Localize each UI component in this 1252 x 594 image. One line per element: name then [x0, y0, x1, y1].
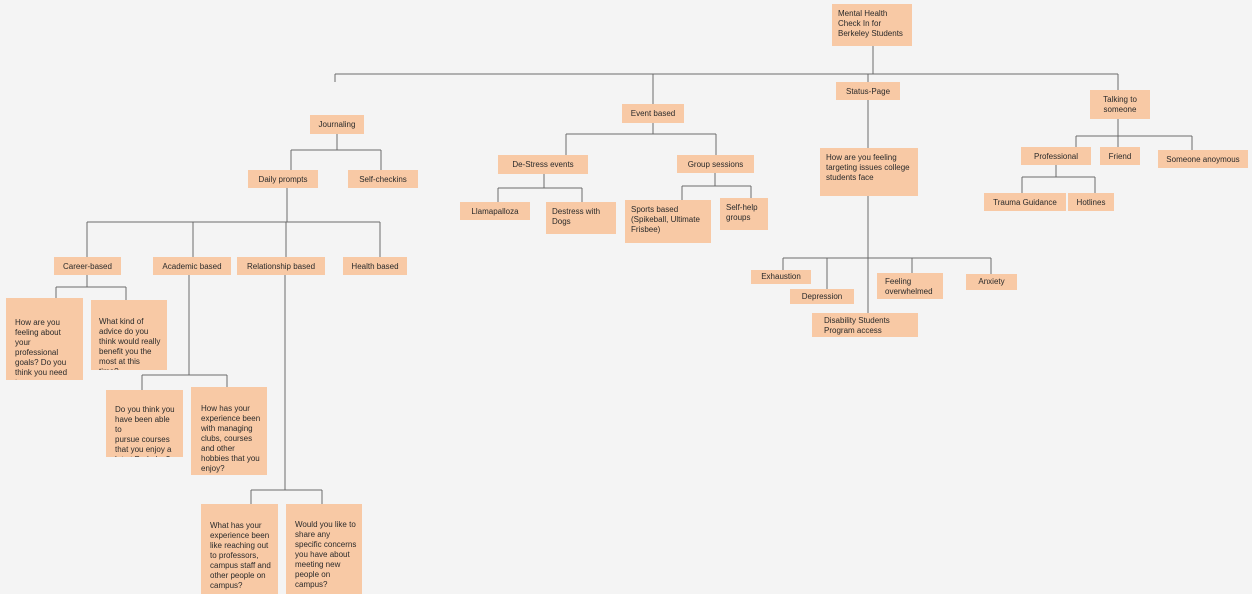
node-career-question-2: What kind of advice do you think would r…	[91, 300, 167, 370]
node-talking-to-someone: Talking to someone	[1090, 90, 1150, 119]
node-root: Mental Health Check In for Berkeley Stud…	[832, 4, 912, 46]
node-exhaustion: Exhaustion	[751, 270, 811, 284]
node-career-question-1: How are you feeling about your professio…	[6, 298, 83, 380]
node-how-are-you-feeling: How are you feeling targeting issues col…	[820, 148, 918, 196]
node-someone-anonymous: Someone anoymous	[1158, 150, 1248, 168]
node-sports-based: Sports based (Spikeball, Ultimate Frisbe…	[625, 200, 711, 243]
node-group-sessions: Group sessions	[677, 155, 754, 173]
node-friend: Friend	[1100, 147, 1140, 165]
node-destress-with-dogs: Destress with Dogs	[546, 202, 616, 234]
node-daily-prompts: Daily prompts	[248, 170, 318, 188]
node-status-page: Status-Page	[836, 82, 900, 100]
node-relationship-question-1: What has your experience been like reach…	[201, 504, 278, 594]
node-depression: Depression	[790, 289, 854, 304]
node-relationship-question-2: Would you like to share any specific con…	[286, 504, 362, 594]
node-feeling-overwhelmed: Feeling overwhelmed	[877, 273, 943, 299]
node-event-based: Event based	[622, 104, 684, 123]
node-anxiety: Anxiety	[966, 274, 1017, 290]
node-llamapalooza: Llamapalloza	[460, 202, 530, 220]
node-academic-question-2: How has your experience been with managi…	[191, 387, 267, 475]
node-academic-question-1: Do you think you have been able to pursu…	[106, 390, 183, 457]
node-career-based: Career-based	[54, 257, 121, 275]
node-disability-students-program: Disability Students Program access	[812, 313, 918, 337]
node-academic-based: Academic based	[153, 257, 231, 275]
node-journaling: Journaling	[310, 115, 364, 134]
node-professional: Professional	[1021, 147, 1091, 165]
node-destress-events: De-Stress events	[498, 155, 588, 174]
node-health-based: Health based	[343, 257, 407, 275]
node-relationship-based: Relationship based	[237, 257, 325, 275]
node-self-help-groups: Self-help groups	[720, 198, 768, 230]
node-trauma-guidance: Trauma Guidance	[984, 193, 1066, 211]
node-self-checkins: Self-checkins	[348, 170, 418, 188]
node-hotlines: Hotlines	[1068, 193, 1114, 211]
